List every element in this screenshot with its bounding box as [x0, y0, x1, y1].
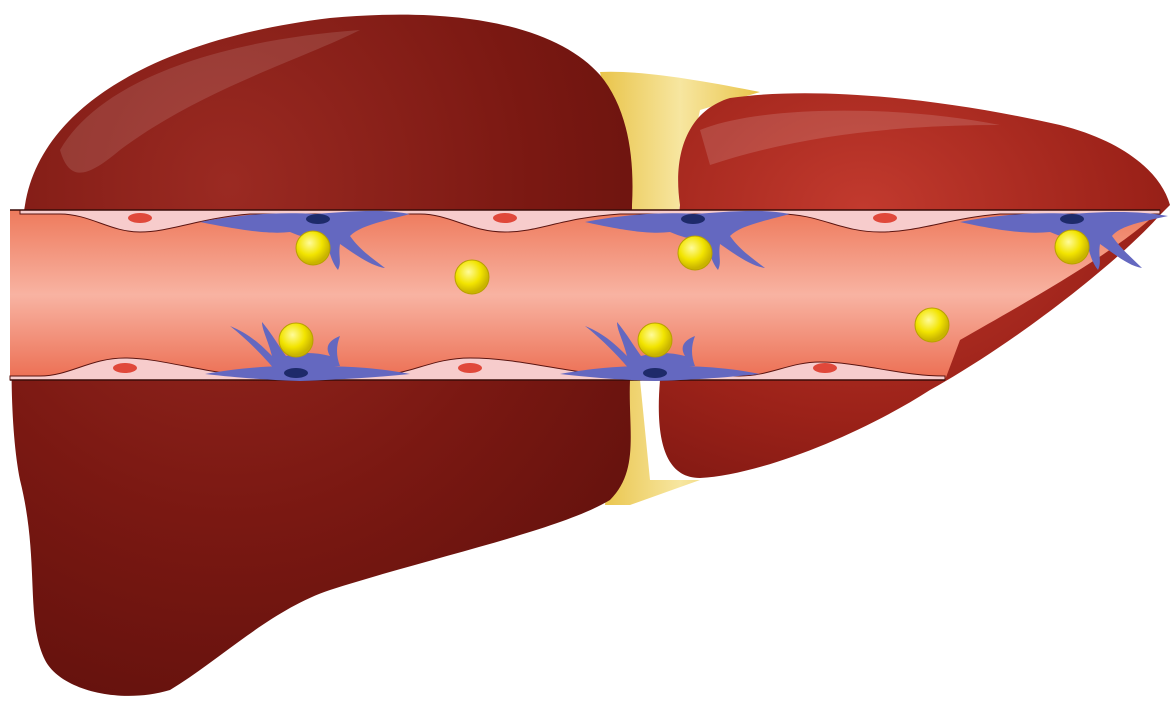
nanoparticle-icon	[296, 231, 330, 265]
nanoparticle-icon	[915, 308, 949, 342]
nanoparticle-icon	[455, 260, 489, 294]
endothelial-cell-icon	[113, 363, 137, 373]
nanoparticle-icon	[678, 236, 712, 270]
endothelial-cell-icon	[493, 213, 517, 223]
endothelial-cell-icon	[458, 363, 482, 373]
nanoparticle-icon	[1055, 230, 1089, 264]
nanoparticle-icon	[638, 323, 672, 357]
endothelial-cell-icon	[873, 213, 897, 223]
endothelial-cell-icon	[128, 213, 152, 223]
nanoparticle-icon	[279, 323, 313, 357]
endothelial-cell-icon	[813, 363, 837, 373]
